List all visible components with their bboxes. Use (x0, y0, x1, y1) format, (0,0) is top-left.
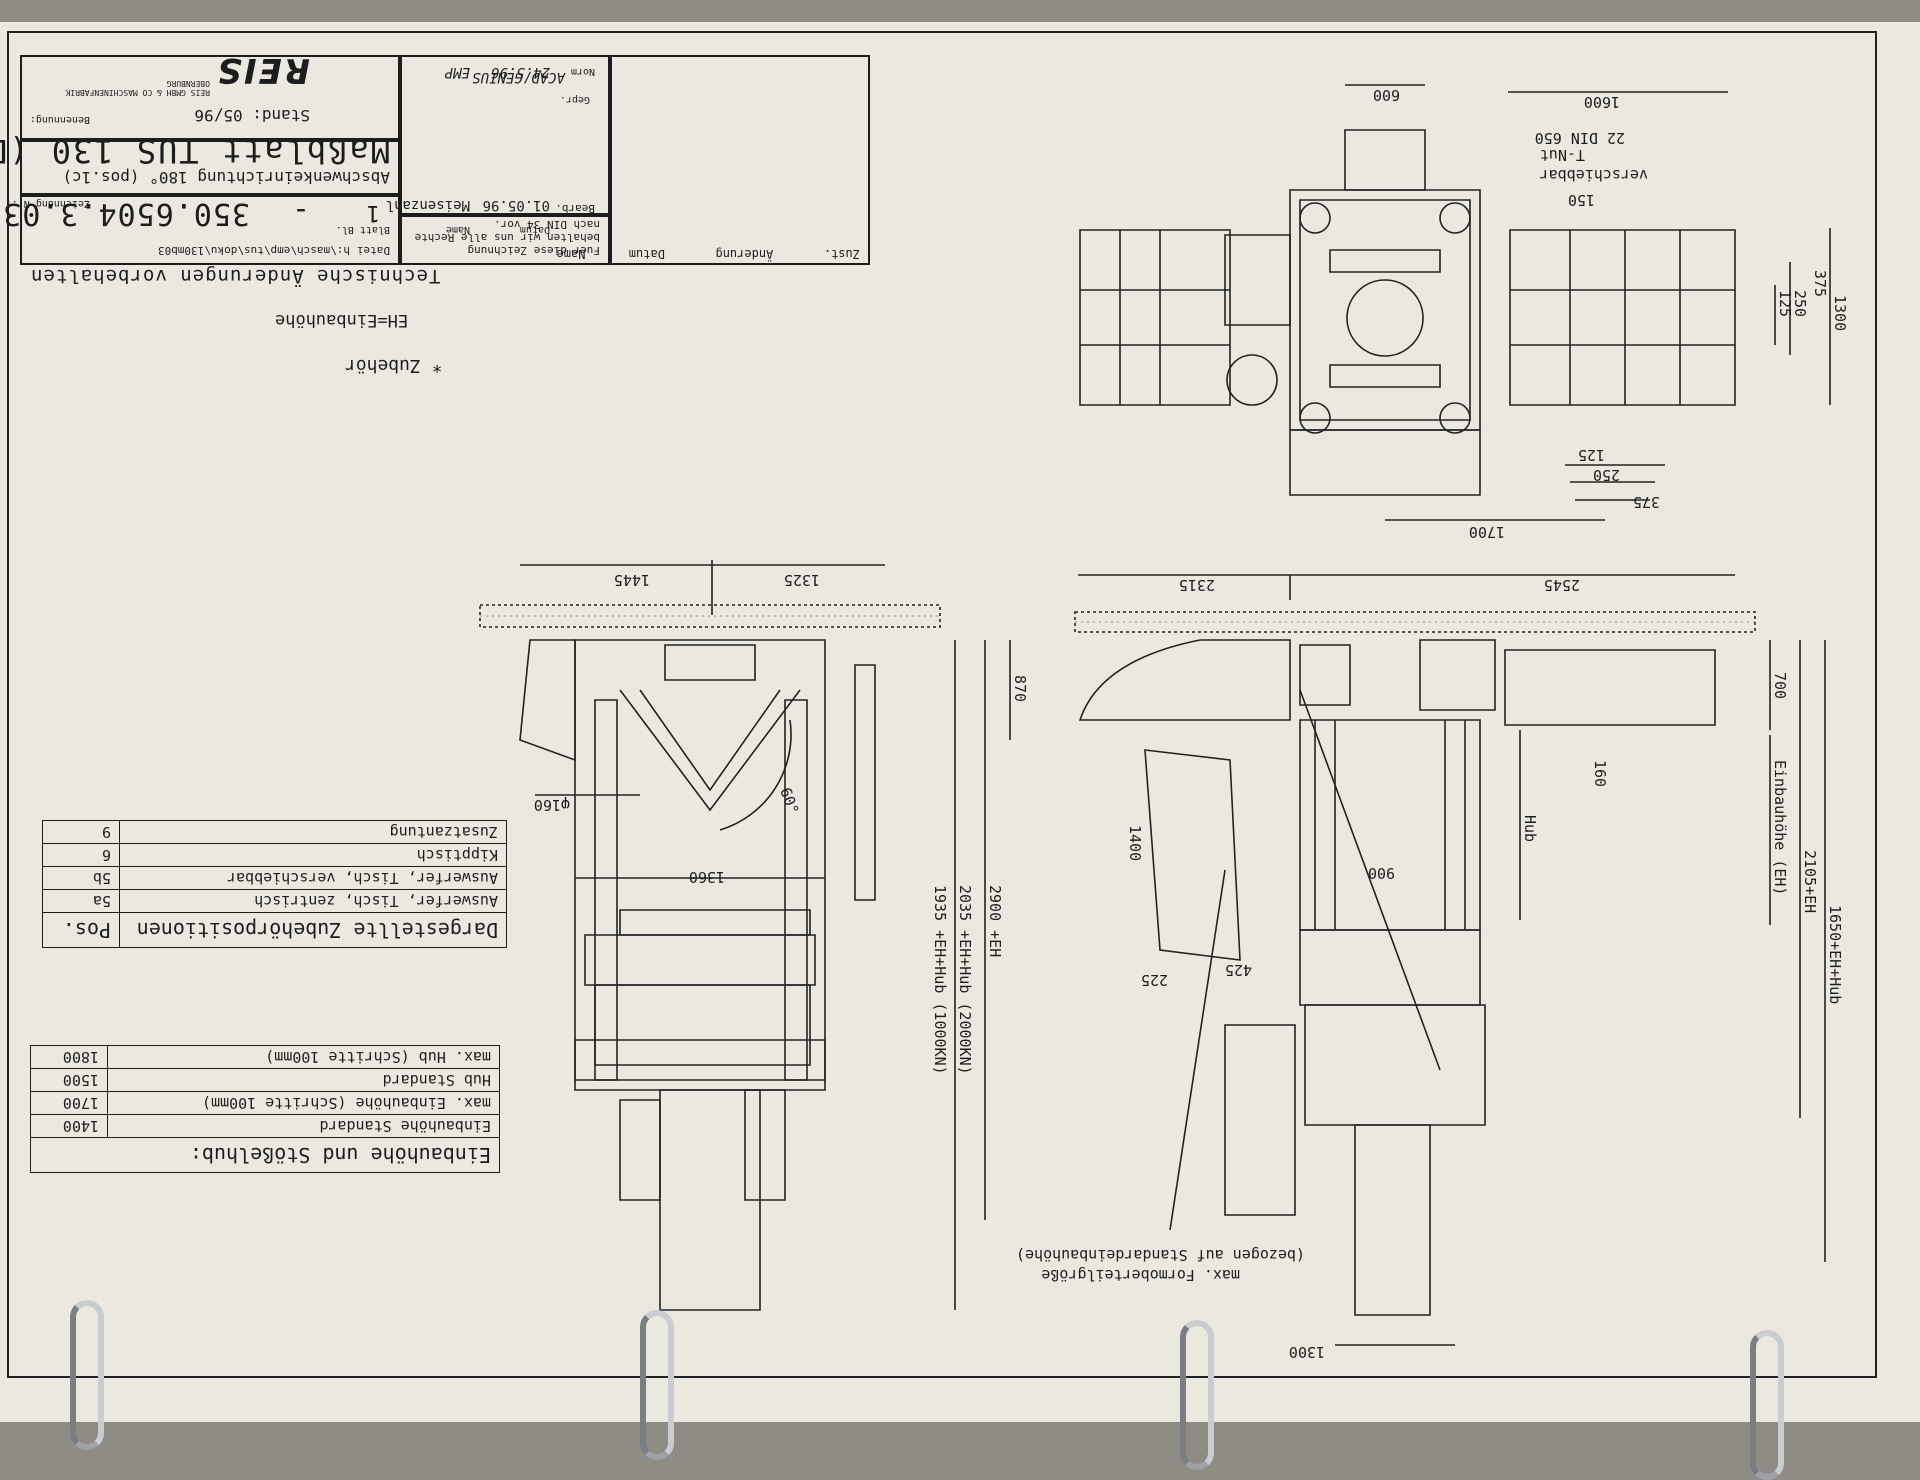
binder-ring-4 (1750, 1330, 1784, 1480)
dim-870: 870 (1011, 675, 1029, 702)
dim-225: 225 (1141, 971, 1168, 989)
hub-label: Hub (1521, 815, 1539, 842)
dim-phi-160: φ160 (534, 796, 570, 814)
dim-1700: 1700 (1469, 523, 1505, 541)
dimension-labels: 600 1600 22 DIN 650 T-Nut verschiebbar 1… (534, 86, 1849, 1361)
max-part-note: (bezogen auf Standardeinbauhöhe) (1016, 1246, 1305, 1264)
dim-160-side: 160 (1591, 760, 1609, 787)
dim-2315: 2315 (1179, 576, 1215, 594)
dim-1360: 1360 (689, 868, 725, 886)
dim-1325: 1325 (784, 571, 820, 589)
binder-ring-2 (640, 1310, 674, 1460)
technical-drawing-lines (0, 0, 1920, 1440)
dim-v-375: 375 (1811, 270, 1829, 297)
max-part-label: max. Formoberteilgröße (1041, 1266, 1240, 1284)
dim-v-125: 125 (1776, 290, 1794, 317)
dim-2900: 2900 +EH (986, 885, 1004, 957)
binder-ring-1 (70, 1300, 104, 1450)
dim-700: 700 (1771, 672, 1789, 699)
dim-2035: 2035 +EH+Hub (2000KN) (956, 885, 974, 1075)
einbauhoehe-label: Einbauhöhe (EH) (1771, 760, 1789, 895)
dim-900: 900 (1368, 864, 1395, 882)
t-nut-label: T-Nut (1540, 146, 1585, 164)
dim-v-250: 250 (1791, 290, 1809, 317)
dim-1935: 1935 +EH+Hub (1000KN) (931, 885, 949, 1075)
t-slot-spec: 22 DIN 650 (1535, 129, 1625, 147)
dim-600: 600 (1373, 86, 1400, 104)
dim-h-250: 250 (1593, 466, 1620, 484)
verschiebbar-label: verschiebbar (1540, 166, 1648, 184)
dim-1300-top: 1300 (1831, 295, 1849, 331)
binder-ring-3 (1180, 1320, 1214, 1470)
dim-1400: 1400 (1126, 825, 1144, 861)
dim-1600: 1600 (1584, 93, 1620, 111)
dim-425: 425 (1225, 961, 1252, 979)
dim-1650: 1650+EH+Hub (1826, 905, 1844, 1004)
dim-1445: 1445 (614, 571, 650, 589)
dim-h-375: 375 (1633, 493, 1660, 511)
dim-h-125: 125 (1578, 446, 1605, 464)
dim-150: 150 (1568, 191, 1595, 209)
dim-2105: 2105+EH (1801, 850, 1819, 913)
drawing-sheet (0, 22, 1920, 1422)
dim-2545: 2545 (1544, 576, 1580, 594)
dim-1300-bottom: 1300 (1289, 1343, 1325, 1361)
dim-60-degrees: 60° (776, 785, 802, 817)
